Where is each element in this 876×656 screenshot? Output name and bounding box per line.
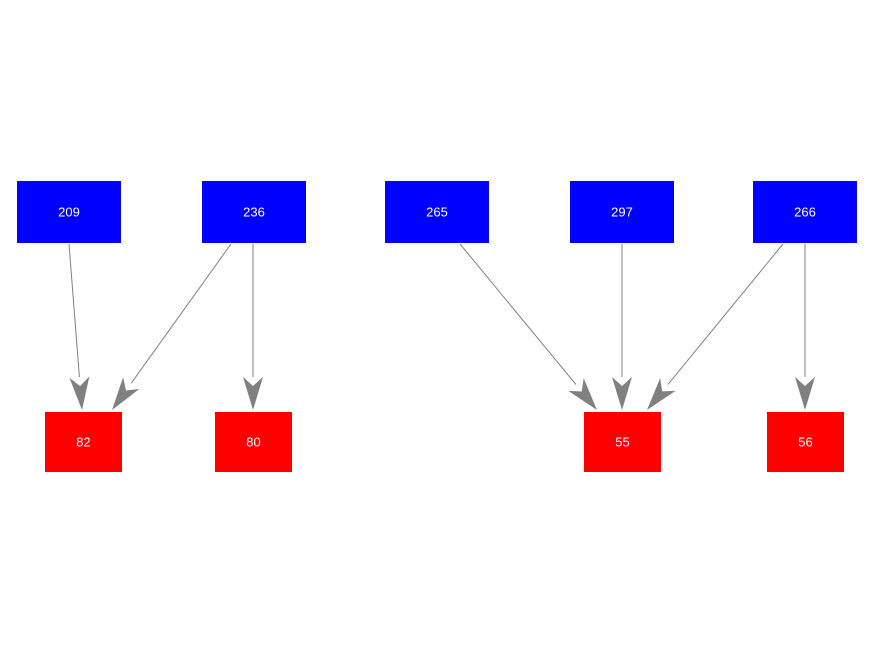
source-node-236[interactable]: 236 [202,181,306,243]
source-node-box[interactable] [570,181,674,243]
source-node-label: 209 [58,204,80,219]
target-node-55[interactable]: 55 [584,412,661,472]
edges-layer [68,243,815,410]
target-node-80[interactable]: 80 [215,412,292,472]
source-node-label: 297 [611,204,633,219]
edge-arrowhead [112,377,140,410]
source-node-box[interactable] [753,181,857,243]
edge-arrowhead [795,377,815,410]
edge-line [459,243,577,385]
edge-arrowhead [612,377,632,410]
source-node-box[interactable] [385,181,489,243]
target-node-label: 56 [798,434,812,449]
target-node-box[interactable] [45,412,122,472]
target-node-label: 55 [615,434,629,449]
source-node-297[interactable]: 297 [570,181,674,243]
target-node-label: 82 [76,434,90,449]
nodes-layer: 209 236 265 297 266 82 80 55 56 [17,181,857,472]
edge-line [130,243,232,384]
edge-236-to-80 [243,244,263,410]
edge-arrowhead [69,376,90,410]
edge-line [667,243,784,385]
edge-arrowhead [647,378,676,410]
target-node-label: 80 [246,434,260,449]
edge-266-to-55 [647,243,784,410]
edge-265-to-55 [459,243,597,410]
source-node-box[interactable] [17,181,121,243]
edge-209-to-82 [68,243,90,410]
source-node-box[interactable] [202,181,306,243]
source-node-label: 265 [426,204,448,219]
source-node-265[interactable]: 265 [385,181,489,243]
source-node-label: 266 [794,204,816,219]
target-node-box[interactable] [215,412,292,472]
target-node-82[interactable]: 82 [45,412,122,472]
source-node-209[interactable]: 209 [17,181,121,243]
target-node-56[interactable]: 56 [767,412,844,472]
source-node-label: 236 [243,204,265,219]
edge-266-to-56 [795,244,815,410]
edge-236-to-82 [112,243,232,410]
edge-line [68,243,80,378]
edge-arrowhead [568,378,597,410]
edge-arrowhead [243,377,263,410]
edge-297-to-55 [612,244,632,410]
target-node-box[interactable] [767,412,844,472]
source-node-266[interactable]: 266 [753,181,857,243]
target-node-box[interactable] [584,412,661,472]
